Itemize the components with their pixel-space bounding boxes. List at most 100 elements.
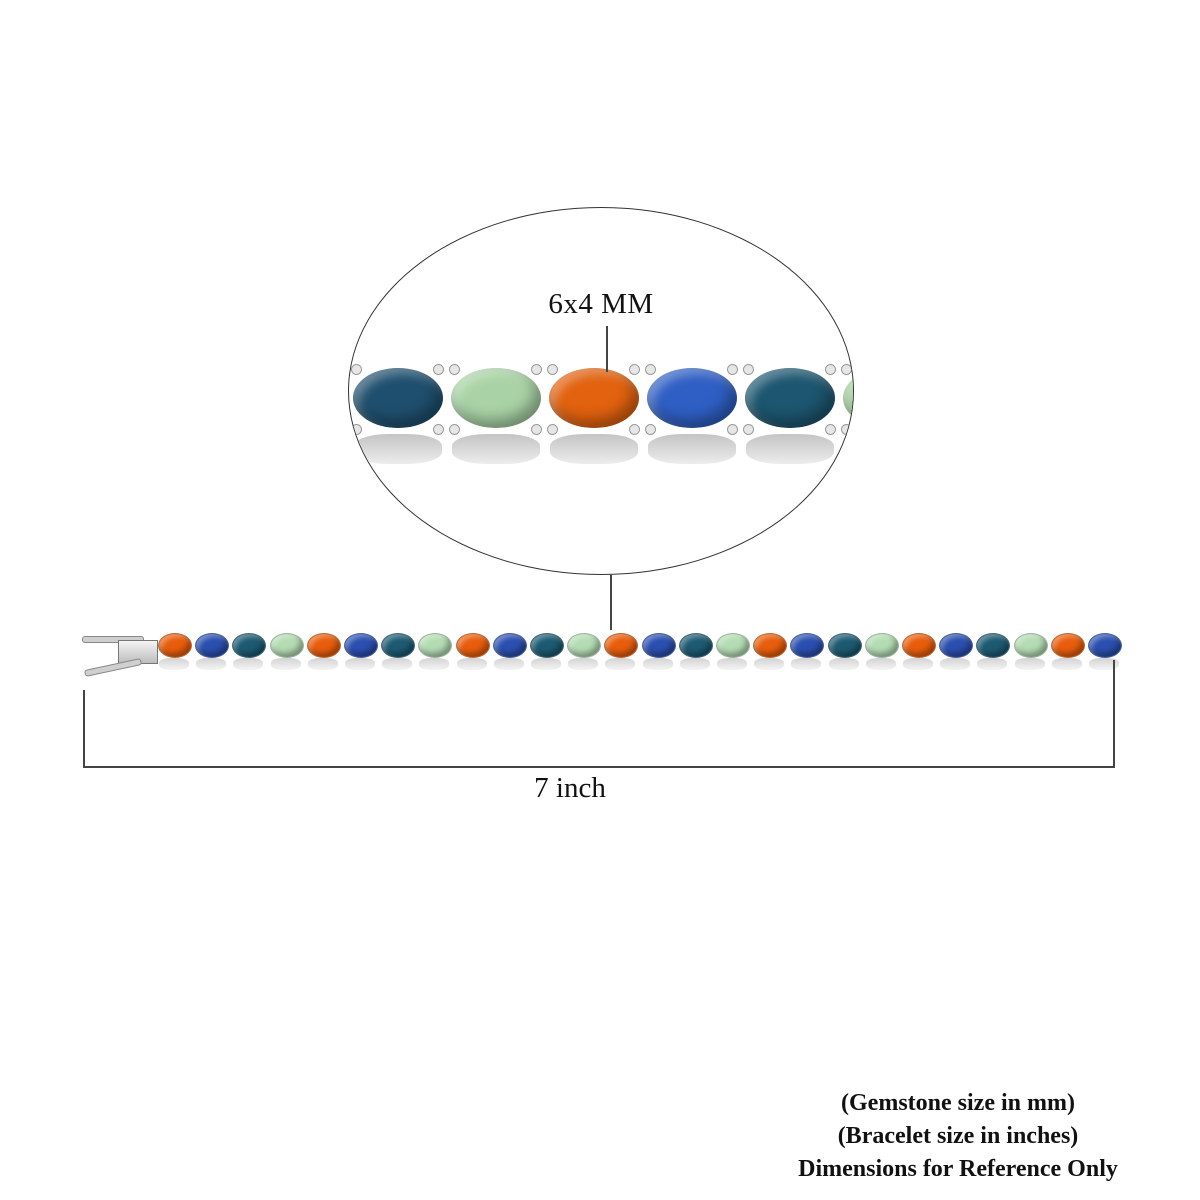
orange-gemstone bbox=[604, 633, 639, 658]
gem-reflection bbox=[382, 658, 413, 670]
teal-gemstone bbox=[530, 633, 564, 658]
gem-reflection bbox=[642, 658, 673, 670]
gem-reflection bbox=[159, 658, 189, 670]
blue-gemstone bbox=[641, 633, 676, 658]
gem-reflection bbox=[568, 658, 599, 670]
bracelet bbox=[78, 624, 1122, 677]
prong bbox=[449, 364, 460, 375]
magnified-gem-row bbox=[349, 354, 853, 504]
gem-reflection bbox=[270, 658, 301, 670]
prong bbox=[351, 424, 362, 435]
blue-gemstone bbox=[1088, 633, 1122, 658]
gem-reflection bbox=[196, 658, 227, 670]
teal-blue-sapphire bbox=[353, 368, 443, 428]
gem-reflection bbox=[844, 434, 853, 464]
green-gemstone bbox=[418, 633, 453, 658]
orange-gemstone bbox=[158, 633, 192, 658]
note-gemstone-size: (Gemstone size in mm) bbox=[841, 1090, 1075, 1116]
gem-reflection bbox=[452, 434, 540, 464]
prong bbox=[743, 364, 754, 375]
gem-reflection bbox=[233, 658, 264, 670]
gem-reflection bbox=[746, 434, 834, 464]
prong bbox=[727, 364, 738, 375]
orange-gemstone bbox=[753, 633, 788, 658]
box-clasp bbox=[78, 630, 158, 677]
prong bbox=[433, 364, 444, 375]
orange-gemstone bbox=[455, 633, 490, 658]
gem-reflection bbox=[354, 434, 442, 464]
green-gemstone bbox=[269, 633, 304, 658]
magnified-detail-view: 6x4 MM bbox=[348, 207, 854, 575]
blue-gemstone bbox=[790, 633, 825, 658]
gem-reflection bbox=[865, 658, 896, 670]
prong bbox=[727, 424, 738, 435]
gem-reflection bbox=[1051, 658, 1082, 670]
gem-reflection bbox=[1014, 658, 1045, 670]
gem-reflection bbox=[1089, 658, 1119, 670]
teal-gemstone bbox=[381, 633, 416, 658]
prong bbox=[433, 424, 444, 435]
green-gemstone bbox=[864, 633, 899, 658]
gem-reflection bbox=[977, 658, 1008, 670]
light-green-sapphire bbox=[451, 368, 541, 428]
teal-gemstone bbox=[678, 633, 713, 658]
clasp-safety-bar bbox=[83, 658, 143, 677]
prong bbox=[645, 364, 656, 375]
prong bbox=[841, 364, 852, 375]
prong bbox=[547, 364, 558, 375]
prong bbox=[351, 364, 362, 375]
prong bbox=[629, 364, 640, 375]
gem-reflection bbox=[791, 658, 822, 670]
gem-reflection bbox=[903, 658, 933, 670]
teal-blue-sapphire bbox=[745, 368, 835, 428]
orange-gemstone bbox=[1050, 633, 1085, 658]
orange-gemstone bbox=[902, 633, 936, 658]
gem-reflection bbox=[531, 658, 561, 670]
teal-gemstone bbox=[827, 633, 862, 658]
prong bbox=[531, 424, 542, 435]
bracelet-length-label: 7 inch bbox=[534, 772, 606, 804]
gem-reflection bbox=[493, 658, 524, 670]
gem-reflection bbox=[754, 658, 785, 670]
note-bracelet-size: (Bracelet size in inches) bbox=[837, 1123, 1079, 1149]
dimension-tick-right bbox=[1113, 660, 1115, 768]
teal-gemstone bbox=[232, 633, 267, 658]
gem-size-label: 6x4 MM bbox=[548, 288, 654, 320]
gem-reflection bbox=[456, 658, 487, 670]
clasp-safety-bar bbox=[82, 636, 144, 643]
prong bbox=[449, 424, 460, 435]
blue-gemstone bbox=[195, 633, 230, 658]
green-gemstone bbox=[716, 633, 750, 658]
prong bbox=[547, 424, 558, 435]
reference-notes: (Gemstone size in mm) (Bracelet size in … bbox=[748, 1087, 1168, 1186]
gem-reflection bbox=[940, 658, 971, 670]
note-reference-only: Dimensions for Reference Only bbox=[798, 1156, 1118, 1182]
prong bbox=[645, 424, 656, 435]
gem-reflection bbox=[717, 658, 747, 670]
blue-gemstone bbox=[939, 633, 974, 658]
gem-reflection bbox=[605, 658, 636, 670]
gem-reflection bbox=[550, 434, 638, 464]
green-gemstone bbox=[1013, 633, 1048, 658]
prong bbox=[743, 424, 754, 435]
green-gemstone bbox=[567, 633, 602, 658]
light-green-sapphire bbox=[843, 368, 853, 428]
prong bbox=[841, 424, 852, 435]
gem-reflection bbox=[419, 658, 450, 670]
prong bbox=[825, 424, 836, 435]
teal-gemstone bbox=[976, 633, 1011, 658]
gem-reflection bbox=[345, 658, 375, 670]
magnifier-pointer-line bbox=[610, 575, 612, 630]
blue-gemstone bbox=[344, 633, 378, 658]
blue-gemstone bbox=[492, 633, 527, 658]
orange-sapphire bbox=[549, 368, 639, 428]
gem-reflection bbox=[648, 434, 736, 464]
gem-reflection bbox=[679, 658, 710, 670]
orange-gemstone bbox=[306, 633, 341, 658]
dimension-line bbox=[83, 766, 1115, 768]
prong bbox=[531, 364, 542, 375]
dimension-tick-left bbox=[83, 690, 85, 768]
gem-size-leader-line bbox=[606, 326, 608, 372]
prong bbox=[629, 424, 640, 435]
